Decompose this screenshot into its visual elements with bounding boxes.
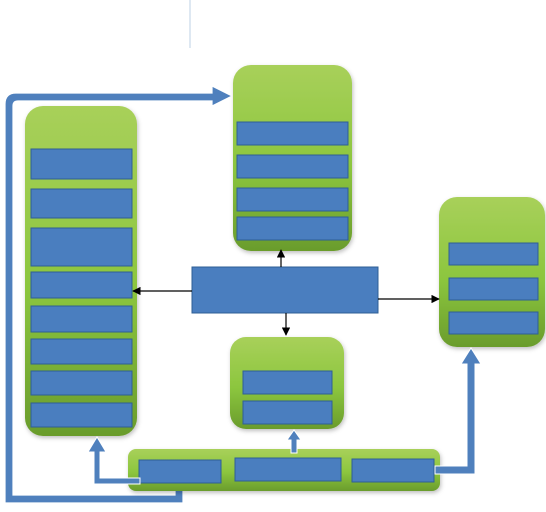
left-box <box>30 271 133 299</box>
right-box <box>448 311 539 335</box>
left-box <box>30 402 133 428</box>
bar-to-left-block-arrow <box>87 436 141 485</box>
left-box <box>30 370 133 396</box>
mid-box <box>242 400 333 425</box>
left-box <box>30 227 133 267</box>
mid-box <box>242 370 333 395</box>
left-box <box>30 148 133 180</box>
bottom-bar-panel <box>128 449 440 491</box>
top-panel-boxes <box>236 121 349 241</box>
top-box <box>236 187 349 212</box>
loop-block-arrow <box>4 85 234 504</box>
bar-to-right-block-arrow <box>434 347 482 475</box>
bar-box <box>351 458 435 483</box>
right-panel <box>439 197 545 347</box>
top-panel <box>233 65 352 251</box>
right-box <box>448 242 539 266</box>
left-panel-boxes <box>30 148 133 428</box>
left-box <box>30 338 133 365</box>
left-box <box>30 305 133 333</box>
top-box <box>236 154 349 179</box>
bottom-mid-panel-boxes <box>242 370 333 425</box>
left-panel <box>25 106 137 436</box>
top-box <box>236 216 349 241</box>
bottom-mid-panel <box>230 337 344 429</box>
left-box <box>30 188 133 219</box>
bottom-bar-boxes <box>138 457 435 484</box>
top-box <box>236 121 349 146</box>
right-panel-boxes <box>448 242 539 335</box>
bar-to-mid-block-arrow <box>286 429 302 454</box>
right-box <box>448 277 539 301</box>
bar-box <box>234 457 342 482</box>
bar-box <box>138 459 222 484</box>
center-hub <box>191 266 379 314</box>
